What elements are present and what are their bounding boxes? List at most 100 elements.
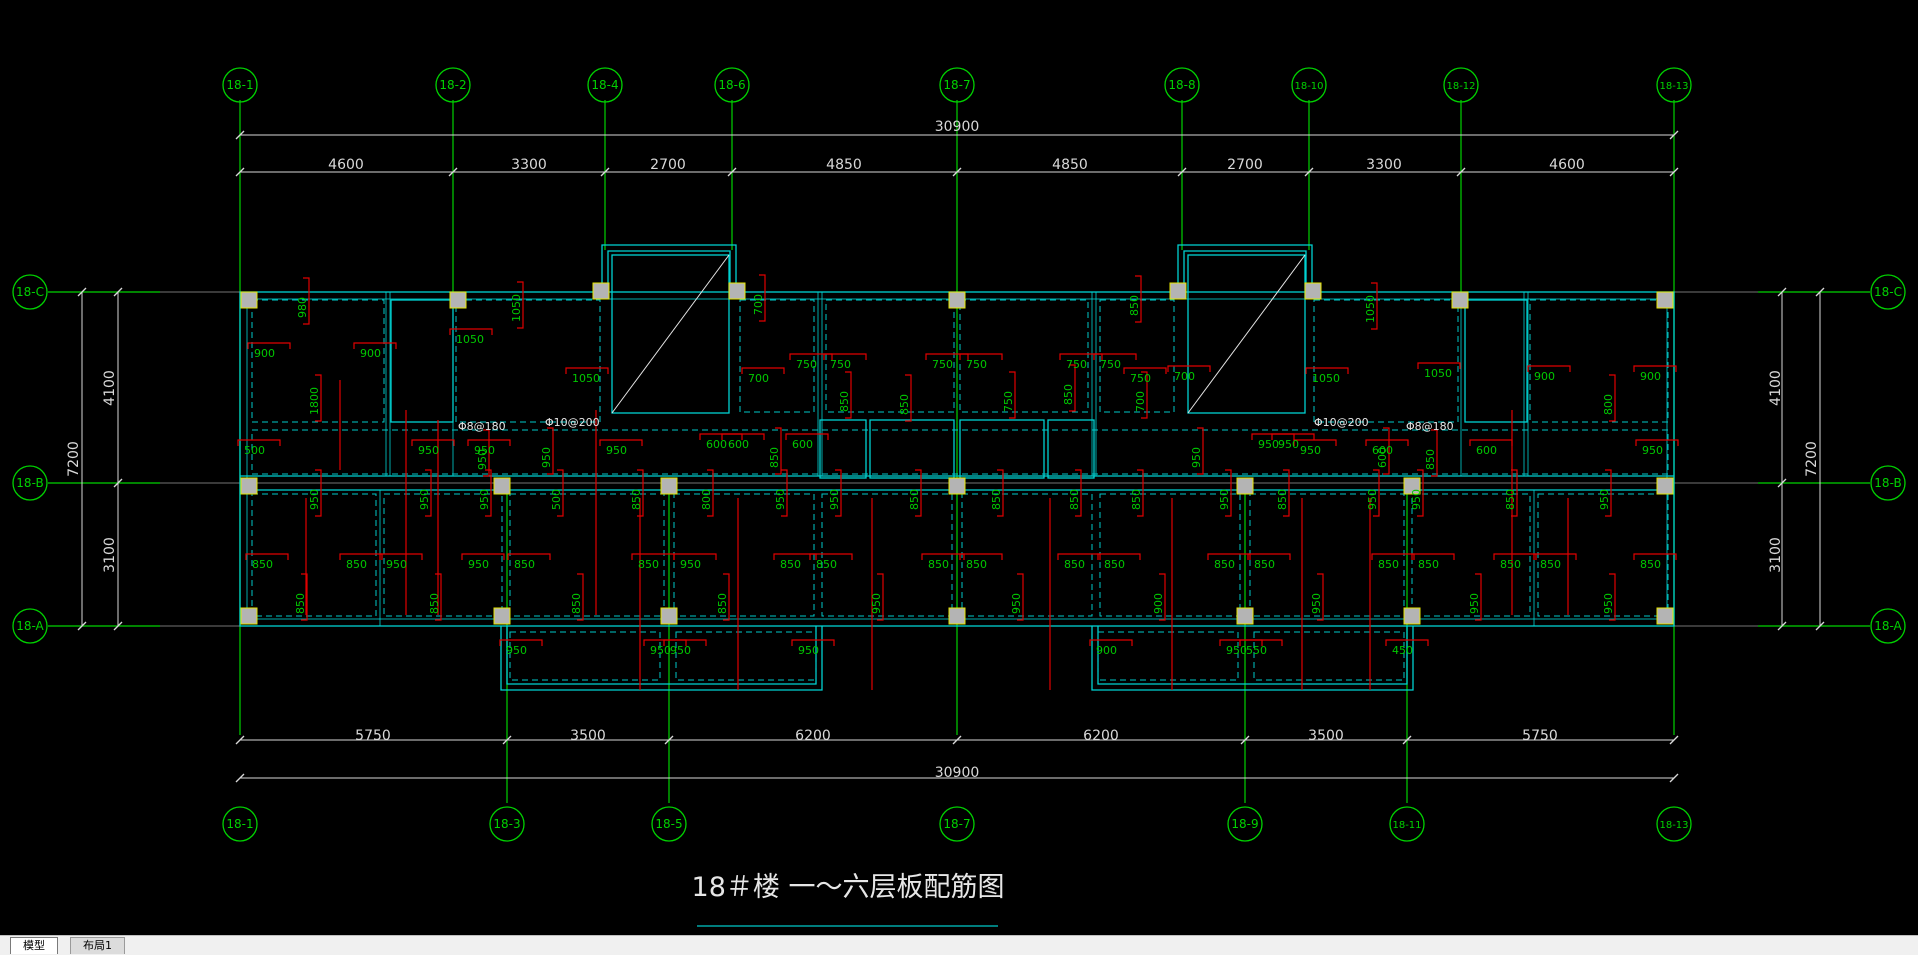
rebar-bracket [905, 374, 912, 422]
rebar-note: Φ8@180 [458, 420, 506, 433]
rebar-bracket [1605, 469, 1612, 517]
rebar-label: 750 [830, 358, 851, 371]
rebar-bracket [1283, 469, 1290, 517]
rebar-label: 950 [478, 489, 491, 510]
rebar-label: 850 [1540, 558, 1561, 571]
rebar-label: 950 [468, 558, 489, 571]
dim-top: 4850 [826, 157, 862, 173]
rebar-bracket [1609, 573, 1616, 621]
rebar-label: 700 [752, 294, 765, 315]
rebar-bracket [1247, 553, 1291, 560]
dim-bottom: 5750 [355, 728, 391, 744]
rebar-bracket [1239, 639, 1283, 646]
axis-label: 18-10 [1294, 81, 1323, 92]
tab-model[interactable]: 模型 [10, 937, 58, 954]
axis-label: 18-5 [655, 817, 682, 831]
dim-bottom: 6200 [1083, 728, 1119, 744]
rebar-bracket [483, 429, 490, 477]
rebar-bracket [1373, 469, 1380, 517]
rebar-bracket [1057, 553, 1101, 560]
tab-layout-1[interactable]: 布局1 [70, 937, 125, 954]
rebar-bracket [1633, 553, 1677, 560]
columns [240, 282, 1674, 625]
rebar-bracket [721, 433, 765, 440]
rebar-label: 950 [1010, 593, 1023, 614]
rebar-label: 1050 [1364, 295, 1377, 323]
dim-bottom: 3500 [1308, 728, 1344, 744]
rebar-bracket [845, 371, 852, 419]
rebar-label: 900 [1096, 644, 1117, 657]
rebar-bracket [547, 427, 554, 475]
rebar-bracket [1371, 553, 1415, 560]
rebar-label: 900 [360, 347, 381, 360]
rebar-bracket [781, 469, 788, 517]
rebar-bracket [915, 469, 922, 517]
rebar-label: 950 [1642, 444, 1663, 457]
axis-label: 18-A [16, 619, 44, 633]
rebar-bracket [1293, 439, 1337, 446]
layout-tab-bar: 模型 布局1 [0, 935, 1918, 955]
rebar-note: Φ10@200 [545, 416, 600, 429]
dim-bottom: 5750 [1522, 728, 1558, 744]
rebar-bracket [1475, 573, 1482, 621]
rebar-label: 950 [308, 489, 321, 510]
rebar-bracket [1305, 367, 1349, 374]
axis-label: 18-6 [718, 78, 745, 92]
rebar-bracket [1167, 365, 1211, 372]
rebar-label: 850 [1500, 558, 1521, 571]
dimension-lines [77, 130, 1825, 783]
dim-total-top: 30900 [935, 119, 980, 135]
rebar-label: 850 [1378, 558, 1399, 571]
rebar-label: 850 [898, 394, 911, 415]
rebar-label: 600 [1476, 444, 1497, 457]
rebar-bracket [809, 553, 853, 560]
rebar-note: Φ8@180 [1406, 420, 1454, 433]
dim-top: 4850 [1052, 157, 1088, 173]
rebar-bracket [247, 342, 291, 349]
dim-left-total: 7200 [66, 441, 82, 477]
rebar-label: 1050 [510, 294, 523, 322]
rebar-bracket [1431, 429, 1438, 477]
rebar-label: 950 [418, 489, 431, 510]
dim-top: 3300 [1366, 157, 1402, 173]
dim-left: 4100 [102, 370, 118, 406]
rebar-label: 850 [1640, 558, 1661, 571]
rebar-bracket [1635, 439, 1679, 446]
rebar-bracket [959, 553, 1003, 560]
rebar-label: 1050 [1312, 372, 1340, 385]
rebar-label: 900 [1640, 370, 1661, 383]
rebar-bracket [1075, 469, 1082, 517]
rebar-bracket [565, 367, 609, 374]
rebar-label: 850 [1062, 384, 1075, 405]
rebar-label: 950 [1218, 489, 1231, 510]
axis-label: 18-3 [493, 817, 520, 831]
axis-label: 18-12 [1446, 81, 1475, 92]
rebar-label: 700 [1134, 391, 1147, 412]
rebar-label: 850 [570, 593, 583, 614]
rebar-bracket [663, 639, 707, 646]
rebar-label: 950 [870, 593, 883, 614]
rebar-bracket [315, 469, 322, 517]
rebar-label: 950 [1310, 593, 1323, 614]
rebar-bracket [449, 328, 493, 335]
rebar-bracket [411, 439, 455, 446]
rebar-label: 600 [706, 438, 727, 451]
rebar-label: 950 [1598, 489, 1611, 510]
rebar-label: 600 [792, 438, 813, 451]
rebar-label: 950 [418, 444, 439, 457]
rebar-label: 750 [796, 358, 817, 371]
rebar-bracket [921, 553, 965, 560]
axis-label: 18-7 [943, 78, 970, 92]
dim-top: 4600 [1549, 157, 1585, 173]
rebar-label: 850 [1128, 295, 1141, 316]
axis-bubbles-bottom: 18-1 18-3 18-5 18-7 18-9 18-11 18-13 [222, 806, 1692, 842]
rebar-bracket [315, 374, 322, 422]
rebar-label: 950 [1366, 489, 1379, 510]
dim-bottom: 6200 [795, 728, 831, 744]
rebar-label: 800 [1602, 394, 1615, 415]
rebar-bracket [1197, 427, 1204, 475]
rebar-bracket [1365, 439, 1409, 446]
rebar-label: 500 [550, 489, 563, 510]
rebar-label: 850 [1254, 558, 1275, 571]
